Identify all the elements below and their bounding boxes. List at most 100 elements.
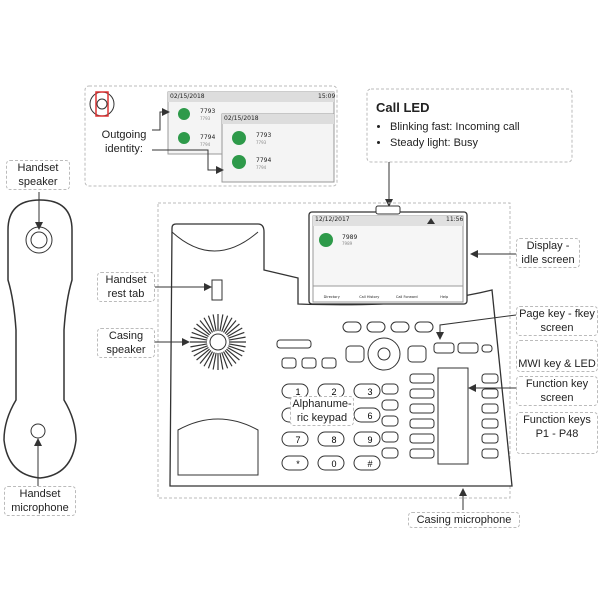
- grille-slot: [227, 346, 243, 357]
- screen-tl-entry2-sub: 7794: [200, 142, 211, 147]
- screen-tr-entry1: 7793: [256, 132, 272, 139]
- grille-slot: [219, 352, 224, 370]
- handset: [3, 199, 77, 479]
- mwi-label: MWI key & LED: [516, 340, 598, 372]
- display: [308, 205, 468, 305]
- top-keys: [276, 321, 493, 371]
- keypad-key[interactable]: [317, 431, 345, 447]
- softkey-call-history[interactable]: Call History: [359, 295, 380, 299]
- function-key-left[interactable]: [409, 403, 435, 414]
- side-key[interactable]: [381, 447, 399, 459]
- keypad-key-label: 8: [331, 435, 336, 445]
- casing-microphone-label: Casing microphone: [408, 512, 520, 528]
- keypad-key[interactable]: [353, 431, 381, 447]
- call-led-item: Steady light: Busy: [390, 135, 568, 151]
- function-keys: [409, 367, 499, 465]
- grille-slot: [193, 346, 209, 357]
- arrow-page-key: [436, 314, 517, 340]
- arrow-identity-2: [152, 149, 224, 174]
- handset-speaker-label: Handset speaker: [6, 160, 70, 190]
- grille-slot: [190, 343, 208, 348]
- handset-microphone-label: Handset microphone: [4, 486, 76, 516]
- screen-top-left-time: 15:09: [318, 93, 336, 100]
- alphanumeric-label: Alphanume- ric keypad: [290, 396, 354, 426]
- screen-top-right: [221, 113, 335, 183]
- screen-top-left-date: 02/15/2018: [170, 93, 205, 100]
- grille-slot: [207, 352, 215, 369]
- grille-slot: [212, 352, 217, 370]
- side-key[interactable]: [381, 383, 399, 395]
- call-led-box: [366, 88, 573, 163]
- function-key-right[interactable]: [481, 448, 499, 459]
- function-key-right[interactable]: [481, 388, 499, 399]
- keypad-key-label: #: [367, 459, 372, 469]
- screen-tr-entry2: 7794: [256, 157, 272, 164]
- grille-slot: [203, 351, 214, 367]
- function-key-right[interactable]: [481, 433, 499, 444]
- grille-slot: [196, 348, 210, 361]
- keypad-key[interactable]: [281, 431, 309, 447]
- phone-frame: [157, 202, 511, 499]
- function-key-right[interactable]: [481, 373, 499, 384]
- display-entry: 7989: [342, 234, 358, 241]
- keypad-key-label: 0: [331, 459, 336, 469]
- grille-slot: [224, 350, 237, 364]
- softkey-call-forward[interactable]: Call Forward: [395, 295, 418, 299]
- function-keys-label: Function keys P1 - P48: [516, 412, 598, 454]
- grille-slot: [228, 331, 245, 339]
- grille-slot: [219, 314, 224, 332]
- side-key[interactable]: [381, 399, 399, 411]
- function-key-left[interactable]: [409, 433, 435, 444]
- grille-slot: [228, 343, 246, 348]
- grille-slot: [199, 320, 212, 334]
- identity-box: [84, 85, 338, 187]
- grille-slot: [221, 315, 229, 332]
- grille-slot: [222, 351, 233, 367]
- function-key-left[interactable]: [409, 448, 435, 459]
- display-idle-label: Display - idle screen: [516, 238, 580, 268]
- grille-slot: [224, 320, 237, 334]
- grille-slot: [212, 314, 217, 332]
- side-key[interactable]: [381, 431, 399, 443]
- softkey-directory[interactable]: Directory: [323, 295, 340, 299]
- keypad-key-label: 2: [331, 387, 336, 397]
- grille-slot: [226, 323, 240, 336]
- grille-slot: [228, 336, 246, 341]
- keypad-key[interactable]: [353, 407, 381, 423]
- call-led-panel: Call LED Blinking fast: Incoming call St…: [376, 100, 568, 151]
- function-key-left[interactable]: [409, 388, 435, 399]
- keypad-key[interactable]: [353, 383, 381, 399]
- grille-slot: [226, 348, 240, 361]
- keypad-key[interactable]: [317, 455, 345, 471]
- grille-slot: [190, 336, 208, 341]
- call-led-item: Blinking fast: Incoming call: [390, 119, 568, 135]
- keypad-key-label: 6: [367, 411, 372, 421]
- outgoing-identity-label: Outgoing identity:: [96, 128, 152, 156]
- display-time: 11:56: [446, 216, 464, 223]
- keypad-key-label: 9: [367, 435, 372, 445]
- function-key-right[interactable]: [481, 418, 499, 429]
- softkey-help[interactable]: Help: [440, 295, 449, 299]
- casing-speaker-label: Casing speaker: [97, 328, 155, 358]
- screen-tl-entry1: 7793: [200, 108, 216, 115]
- page-key-label: Page key - fkey screen: [516, 306, 598, 336]
- screen-tl-entry1-sub: 7793: [200, 116, 211, 121]
- screen-tl-entry2: 7794: [200, 134, 216, 141]
- grille-slot: [191, 345, 208, 353]
- arrow-identity-1: [152, 108, 170, 131]
- function-key-screen-label: Function key screen: [516, 376, 598, 406]
- grille-slot: [193, 327, 209, 338]
- keypad-key-label: 7: [295, 435, 300, 445]
- keypad-key[interactable]: [353, 455, 381, 471]
- grille-slot: [203, 317, 214, 333]
- function-key-left[interactable]: [409, 373, 435, 384]
- keypad-key[interactable]: [281, 455, 309, 471]
- display-entry-sub: 7989: [342, 241, 353, 246]
- grille-center: [209, 333, 227, 351]
- function-key-left[interactable]: [409, 418, 435, 429]
- screen-top-right-date: 02/15/2018: [224, 115, 259, 122]
- keypad-key-label: *: [296, 459, 300, 469]
- function-key-right[interactable]: [481, 403, 499, 414]
- side-key[interactable]: [381, 415, 399, 427]
- grille-slot: [191, 331, 208, 339]
